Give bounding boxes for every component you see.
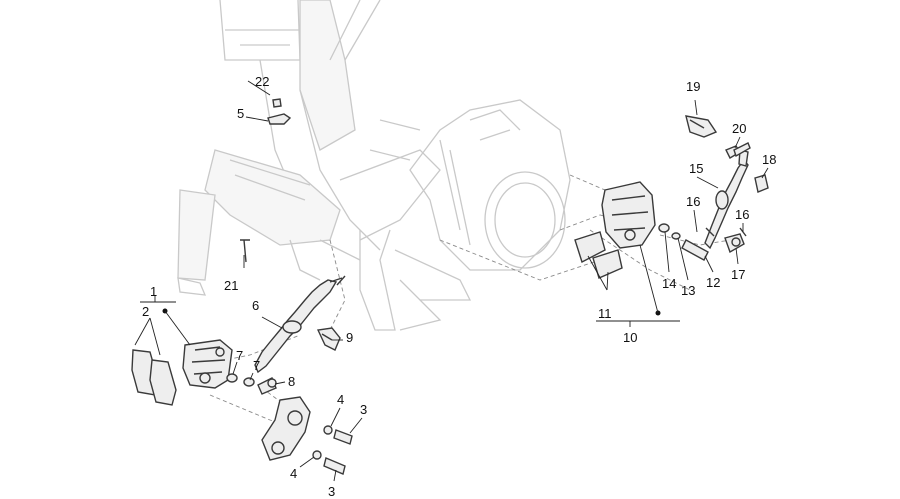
- callout-20: 20: [732, 121, 746, 136]
- front-hose-clip: [316, 327, 341, 351]
- callout-16-left: 16: [686, 194, 700, 209]
- rear-brake-hose: [704, 149, 749, 250]
- front-caliper-bracket: [261, 396, 311, 461]
- callout-7-upper: 7: [236, 348, 243, 363]
- callout-18: 18: [762, 152, 776, 167]
- scooter-frame-ghost: [177, 0, 571, 331]
- front-washers-bolt: [226, 373, 277, 395]
- callout-8: 8: [288, 374, 295, 389]
- rear-hose-screw: [725, 142, 751, 159]
- callout-2: 2: [142, 304, 149, 319]
- front-brake-hose: [254, 275, 346, 374]
- front-brake-pads: [131, 349, 177, 406]
- callout-11: 11: [598, 306, 612, 321]
- callout-4-upper: 4: [337, 392, 344, 407]
- callout-9: 9: [346, 330, 353, 345]
- callout-14: 14: [662, 276, 676, 291]
- callout-15: 15: [689, 161, 703, 176]
- callout-13: 13: [681, 283, 695, 298]
- rear-brake-pads: [574, 231, 623, 279]
- callout-21: 21: [224, 278, 238, 293]
- callout-10: 10: [623, 330, 637, 345]
- rear-banjo-fitting: [724, 233, 745, 254]
- callout-3-upper: 3: [360, 402, 367, 417]
- callout-19: 19: [686, 79, 700, 94]
- rear-washers-bolt: [658, 223, 709, 261]
- callout-17: 17: [731, 267, 745, 282]
- callout-22: 22: [255, 74, 269, 89]
- callout-4-lower: 4: [290, 466, 297, 481]
- front-mount-bolts: [312, 425, 353, 475]
- callout-6: 6: [252, 298, 259, 313]
- rear-hose-clip: [754, 174, 769, 193]
- leader-lines: [134, 80, 769, 482]
- frame-fittings: [240, 98, 292, 263]
- front-brake-caliper: [182, 339, 233, 389]
- callout-16-right: 16: [735, 207, 749, 222]
- callout-1: 1: [150, 284, 157, 299]
- callout-3-lower: 3: [328, 484, 335, 499]
- callout-12: 12: [706, 275, 720, 290]
- callout-5: 5: [237, 106, 244, 121]
- rear-hose-bracket: [685, 115, 718, 138]
- rear-brake-caliper: [601, 181, 656, 249]
- callout-labels: 1 2 22 5 21 6 7 7 8 9 4 3 4 3 19 20 15 1…: [142, 74, 776, 499]
- callout-7-lower: 7: [253, 358, 260, 373]
